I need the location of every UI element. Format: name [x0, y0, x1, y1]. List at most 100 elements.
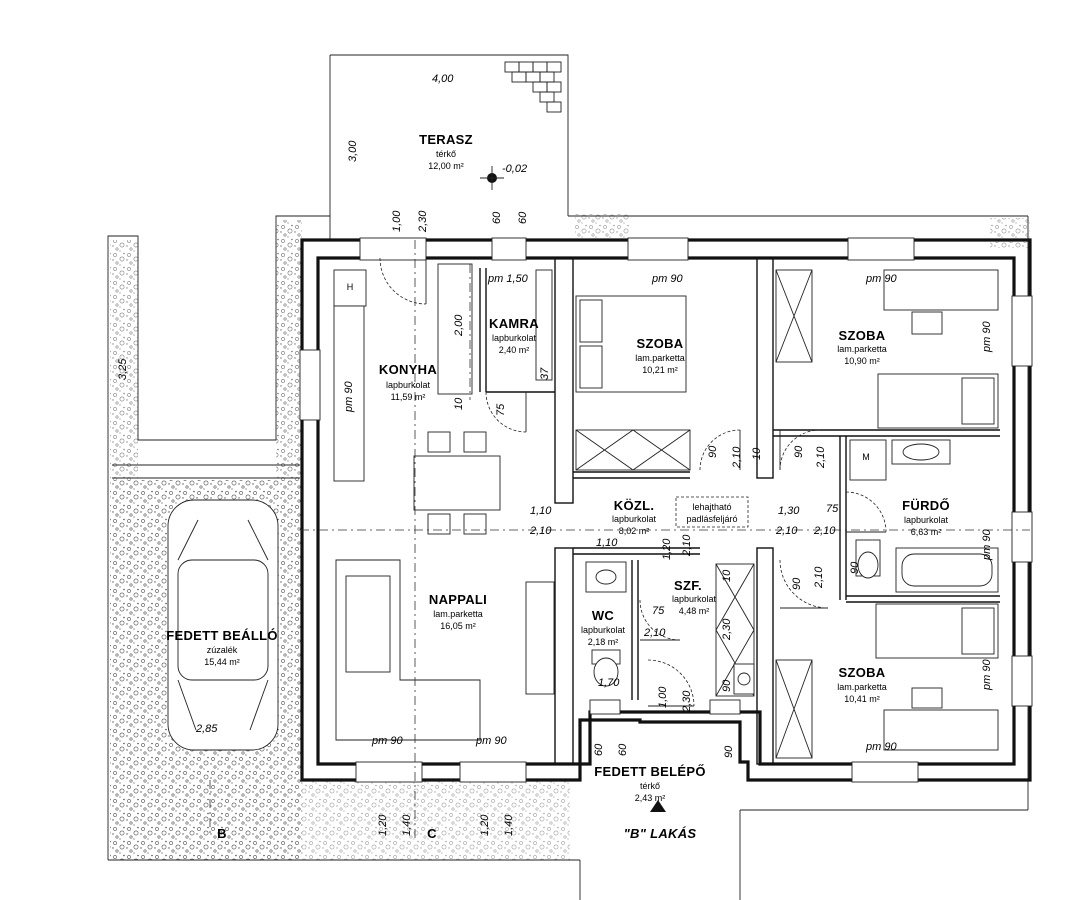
room-fedett-belepo: FEDETT BELÉPŐ térkő 2,43 m² — [594, 764, 705, 803]
dim-terrace-depth: 3,00 — [347, 140, 359, 162]
dim-210: 2,10 — [643, 627, 666, 639]
room-szoba-3: SZOBA lam.parketta 10,41 m² — [837, 665, 887, 704]
washing-machine-symbol: M — [862, 452, 870, 462]
room-area: 16,05 m² — [440, 621, 476, 631]
room-name: KAMRA — [489, 316, 539, 331]
dim-pm-90: pm 90 — [651, 273, 683, 285]
room-material: lapburkolat — [492, 333, 537, 343]
level-value: -0,02 — [502, 163, 527, 175]
room-name: KÖZL. — [614, 498, 655, 513]
room-material: térkő — [436, 149, 456, 159]
dim-pm-90: pm 90 — [475, 735, 507, 747]
dim-10: 10 — [751, 447, 763, 460]
room-name: WC — [592, 608, 615, 623]
dim-75: 75 — [652, 605, 665, 617]
dim-200: 2,00 — [453, 314, 465, 337]
dim-170: 1,70 — [598, 677, 620, 689]
room-name: SZF. — [674, 578, 702, 593]
dimensions-vertical: 3,00 1,00 2,30 60 60 pm 90 2,00 10 75 37… — [117, 140, 993, 836]
dim-120: 1,20 — [661, 538, 673, 560]
room-material: térkő — [640, 781, 660, 791]
dim-230: 2,30 — [417, 210, 429, 233]
dim-100: 1,00 — [391, 210, 403, 232]
room-area: 2,40 m² — [499, 345, 530, 355]
dim-210: 2,10 — [775, 525, 798, 537]
dim-210: 2,10 — [529, 525, 552, 537]
dim-37: 37 — [539, 367, 551, 380]
room-material: lam.parketta — [837, 682, 887, 692]
room-area: 8,02 m² — [619, 526, 650, 536]
room-szoba-2: SZOBA lam.parketta 10,90 m² — [837, 328, 887, 366]
room-material: lapburkolat — [581, 625, 626, 635]
dim-120: 1,20 — [377, 814, 389, 836]
attic-ladder-outline — [675, 496, 749, 528]
dim-230: 2,30 — [681, 690, 693, 713]
room-area: 10,41 m² — [844, 694, 880, 704]
room-name: SZOBA — [839, 665, 886, 680]
dim-130: 1,30 — [778, 505, 800, 517]
section-lines — [209, 240, 1030, 840]
paving-blocks — [504, 61, 562, 113]
dim-pm-90: pm 90 — [865, 273, 897, 285]
dim-pm-90: pm 90 — [343, 381, 355, 413]
room-area: 4,48 m² — [679, 606, 710, 616]
dim-pm-90: pm 90 — [865, 741, 897, 753]
room-konyha: KONYHA lapburkolat 11,59 m² — [379, 362, 437, 402]
room-area: 2,43 m² — [635, 793, 666, 803]
dim-100: 1,00 — [657, 686, 669, 708]
dim-pm-90: pm 90 — [981, 659, 993, 691]
room-area: 10,21 m² — [642, 365, 678, 375]
dim-210: 2,10 — [731, 446, 743, 469]
dim-140: 1,40 — [401, 814, 413, 836]
dim-210: 2,10 — [681, 534, 693, 557]
dim-75: 75 — [495, 403, 507, 416]
room-material: lam.parketta — [433, 609, 483, 619]
heater-symbol: H — [347, 282, 354, 292]
dim-120: 1,20 — [479, 814, 491, 836]
attic-ladder-line-2: padlásfeljáró — [686, 514, 737, 524]
dim-90: 90 — [849, 561, 861, 574]
dimensions-horizontal: 4,00 pm 1,50 pm 90 pm 90 pm 90 pm 90 pm … — [195, 73, 897, 753]
dim-pm-90: pm 90 — [981, 529, 993, 561]
dim-60: 60 — [517, 211, 529, 224]
dim-110: 1,10 — [530, 505, 552, 517]
room-area: 6,63 m² — [911, 527, 942, 537]
room-terasz: TERASZ térkő 12,00 m² — [419, 132, 473, 171]
room-material: lam.parketta — [837, 344, 887, 354]
dim-90: 90 — [707, 445, 719, 458]
room-area: 15,44 m² — [204, 657, 240, 667]
room-material: lapburkolat — [672, 594, 717, 604]
dim-10: 10 — [721, 569, 733, 582]
room-szf: SZF. lapburkolat 4,48 m² — [672, 578, 717, 616]
room-area: 12,00 m² — [428, 161, 464, 171]
room-name: FÜRDŐ — [902, 498, 950, 513]
dim-230: 2,30 — [721, 618, 733, 641]
room-fedett-beallo: FEDETT BEÁLLÓ zúzalék 15,44 m² — [166, 628, 278, 667]
apartment-label: "B" LAKÁS — [624, 826, 697, 841]
attic-ladder-label: lehajtható padlásfeljáró — [686, 502, 737, 524]
attic-ladder-line-1: lehajtható — [692, 502, 731, 512]
interior-walls — [479, 257, 1000, 765]
door-swings — [379, 257, 887, 707]
site-lines — [107, 54, 1029, 900]
room-material: lam.parketta — [635, 353, 685, 363]
dim-10: 10 — [453, 397, 465, 410]
dim-60: 60 — [593, 743, 605, 756]
dim-75: 75 — [826, 503, 839, 515]
room-name: FEDETT BEÁLLÓ — [166, 628, 278, 643]
room-material: lapburkolat — [386, 380, 431, 390]
room-name: TERASZ — [419, 132, 473, 147]
room-furdo: FÜRDŐ lapburkolat 6,63 m² — [902, 498, 950, 537]
room-kamra: KAMRA lapburkolat 2,40 m² — [489, 316, 539, 355]
section-b-marker: B — [217, 826, 227, 841]
room-szoba-1: SZOBA lam.parketta 10,21 m² — [635, 336, 685, 375]
dim-terrace-width: 4,00 — [432, 73, 454, 85]
windows — [299, 237, 1033, 783]
room-material: lapburkolat — [904, 515, 949, 525]
dim-60: 60 — [491, 211, 503, 224]
dim-90: 90 — [723, 745, 735, 758]
section-c-marker: C — [427, 826, 437, 841]
dim-325: 3,25 — [117, 358, 129, 380]
room-name: SZOBA — [637, 336, 684, 351]
